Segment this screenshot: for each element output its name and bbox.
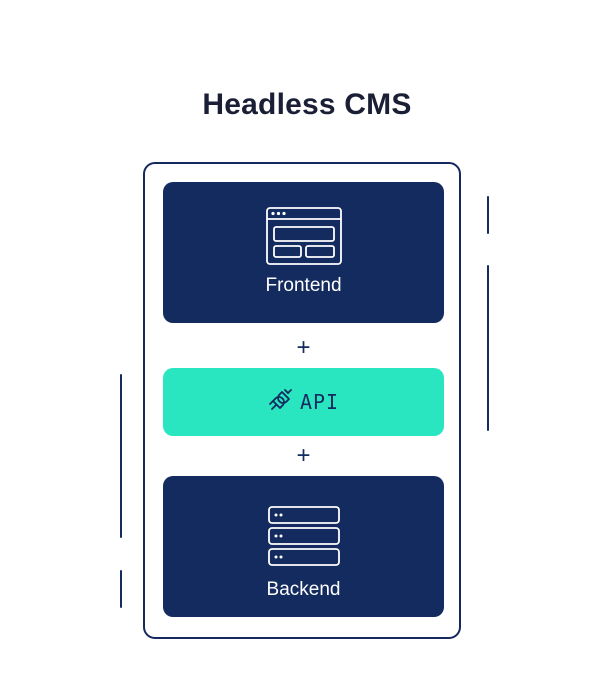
page-title: Headless CMS: [202, 88, 412, 121]
backend-block: Backend: [163, 476, 444, 617]
api-label: API: [299, 390, 340, 414]
decorative-line-right-bottom: [487, 265, 489, 431]
plug-connector-icon: [268, 387, 294, 418]
cms-frame: [143, 162, 461, 639]
decorative-line-right-top: [487, 196, 489, 234]
plus-connector-bottom: +: [296, 442, 311, 469]
backend-label: Backend: [266, 579, 341, 600]
frontend-label: Frontend: [265, 275, 342, 296]
decorative-line-left-bottom: [120, 570, 122, 608]
browser-window-icon: [265, 207, 342, 270]
api-block: API: [163, 368, 444, 436]
decorative-line-left-top: [120, 374, 122, 538]
frontend-block: Frontend: [163, 182, 444, 323]
plus-connector-top: +: [296, 334, 311, 361]
server-stack-icon: [267, 506, 340, 573]
